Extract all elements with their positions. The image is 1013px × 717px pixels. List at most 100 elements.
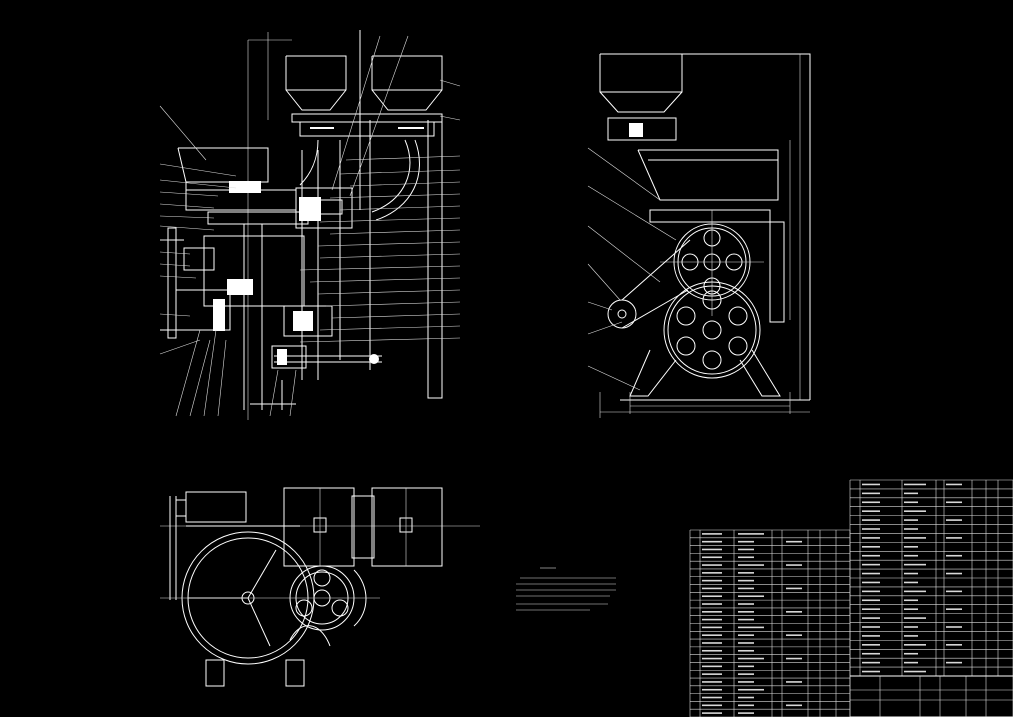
table-cell-text (738, 572, 754, 574)
table-cell-text (862, 554, 880, 557)
twin-hoppers (285, 55, 443, 111)
table-cell-text (862, 626, 880, 628)
table-cell-text (904, 492, 918, 495)
table-cell-text (862, 617, 880, 619)
table-cell-text (702, 626, 722, 629)
leader-lines-left (159, 35, 409, 417)
table-cell-text (738, 712, 754, 714)
table-cell-text (946, 626, 962, 628)
table-cell-text (904, 635, 918, 637)
table-cell-text (946, 483, 962, 486)
plan-view (160, 487, 480, 687)
table-cell-text (862, 581, 880, 584)
table-cell-text (738, 618, 754, 621)
table-cell-text (738, 696, 754, 699)
table-cell-text (946, 661, 962, 664)
side-view (587, 53, 811, 418)
technical-notes (516, 567, 616, 611)
table-cell-text (862, 510, 880, 512)
table-cell-text (702, 540, 722, 543)
table-cell-text (862, 519, 880, 521)
table-cell-text (786, 587, 802, 590)
table-cell-text (738, 540, 754, 543)
table-cell-text (904, 608, 918, 610)
table-cell-text (702, 533, 722, 535)
table-cell-text (904, 528, 918, 530)
table-cell-text (862, 537, 880, 539)
table-cell-text (862, 608, 880, 610)
table-cell-text (946, 572, 962, 575)
table-cell-text (862, 670, 880, 673)
table-cell-text (702, 572, 722, 574)
table-cell-text (702, 618, 722, 621)
table-cell-text (738, 564, 764, 566)
leader-lines-right (299, 79, 461, 343)
table-cell-text (904, 501, 918, 504)
table-cell-text (862, 501, 880, 504)
table-cell-text (904, 617, 926, 619)
table-cell-text (702, 712, 722, 714)
table-cell-text (738, 611, 754, 613)
table-cell-text (738, 704, 754, 707)
table-cell-text (738, 649, 754, 652)
table-cell-text (904, 581, 918, 584)
table-cell-text (946, 554, 962, 557)
table-cell-text (738, 579, 754, 582)
table-cell-text (702, 595, 722, 598)
table-cell-text (862, 644, 880, 646)
table-cell-text (702, 657, 722, 660)
table-cell-text (738, 665, 754, 668)
table-cell-text (862, 546, 880, 548)
table-cell-text (862, 528, 880, 530)
table-cell-text (702, 548, 722, 551)
parts-list (689, 479, 1013, 717)
table-cell-text (904, 626, 918, 628)
table-cell-text (904, 554, 918, 557)
table-cell-text (702, 649, 722, 652)
table-cell-text (738, 595, 764, 598)
table-cell-text (738, 533, 764, 535)
table-cell-text (786, 681, 802, 683)
table-cell-text (862, 563, 880, 566)
table-cell-text (862, 635, 880, 637)
table-cell-text (862, 492, 880, 495)
table-cell-text (862, 599, 880, 602)
table-cell-text (738, 587, 754, 590)
table-cell-text (862, 652, 880, 655)
table-cell-text (702, 556, 722, 559)
table-cell-text (738, 603, 754, 605)
table-cell-text (738, 688, 764, 691)
table-cell-text (862, 590, 880, 593)
table-cell-text (946, 590, 962, 593)
table-cell-text (738, 673, 754, 675)
table-cell-text (786, 634, 802, 636)
table-cell-text (904, 519, 918, 521)
table-cell-text (738, 681, 754, 683)
table-cell-text (946, 644, 962, 646)
table-cell-text (904, 670, 926, 673)
table-cell-text (904, 599, 918, 602)
table-cell-text (702, 688, 722, 691)
table-cell-text (786, 611, 802, 613)
table-cell-text (738, 626, 764, 629)
table-cell-text (738, 657, 764, 660)
table-cell-text (946, 501, 962, 504)
table-cell-text (904, 546, 918, 548)
table-cell-text (904, 661, 918, 664)
table-cell-text (702, 673, 722, 675)
table-cell-text (702, 696, 722, 699)
table-cell-text (702, 681, 722, 683)
table-cell-text (786, 657, 802, 660)
table-cell-text (786, 540, 802, 543)
table-cell-text (786, 564, 802, 566)
table-cell-text (738, 548, 754, 551)
table-cell-text (702, 665, 722, 668)
table-cell-text (862, 483, 880, 486)
table-cell-text (702, 579, 722, 582)
front-section-view (159, 30, 461, 420)
table-cell-text (904, 572, 918, 575)
table-cell-text (702, 603, 722, 605)
table-cell-text (904, 537, 926, 539)
table-cell-text (786, 704, 802, 707)
